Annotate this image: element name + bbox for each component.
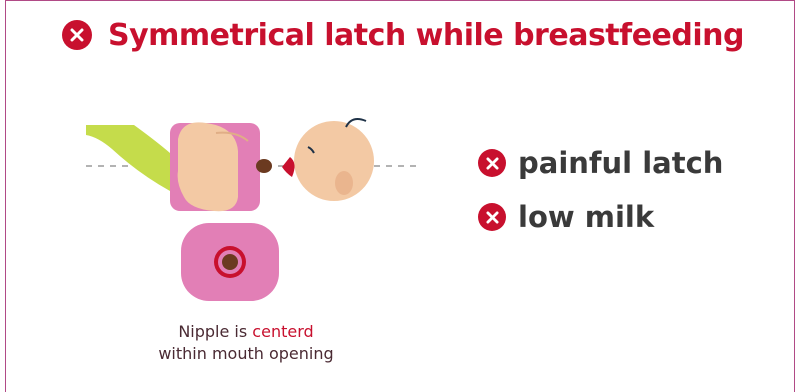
problem-list: painful latch low milk (478, 141, 723, 249)
baby-ear (335, 171, 353, 195)
baby-head (294, 121, 374, 201)
sleeve-arm (86, 125, 170, 191)
centered-nipple (222, 254, 238, 270)
illustration-caption: Nipple is centerd within mouth opening (136, 321, 356, 365)
close-circle-icon (478, 149, 506, 177)
hand (178, 122, 238, 211)
close-circle-icon (478, 203, 506, 231)
problem-label: painful latch (518, 146, 723, 180)
caption-line-2: within mouth opening (136, 343, 356, 365)
baby-mouth (282, 157, 295, 177)
caption-highlight: centerd (252, 322, 313, 341)
caption-text: Nipple is (178, 322, 252, 341)
list-item: low milk (478, 195, 723, 239)
list-item: painful latch (478, 141, 723, 185)
latch-illustration (86, 111, 431, 301)
nipple (256, 159, 272, 173)
slide-frame: Symmetrical latch while breastfeeding Ni… (5, 0, 795, 392)
page-title: Symmetrical latch while breastfeeding (108, 18, 744, 53)
close-circle-icon (62, 20, 92, 50)
title-row: Symmetrical latch while breastfeeding (62, 15, 744, 55)
problem-label: low milk (518, 200, 654, 234)
